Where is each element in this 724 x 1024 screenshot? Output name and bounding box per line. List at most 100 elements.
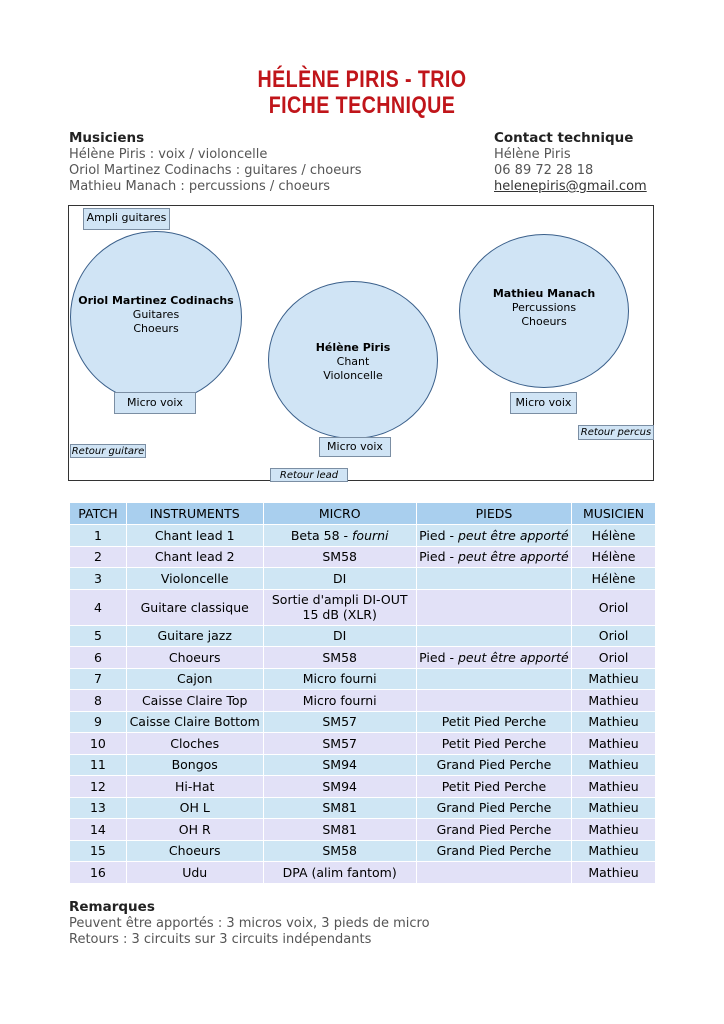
cell-micro: DI xyxy=(262,567,417,590)
cell-pieds: Petit Pied Perche xyxy=(415,732,573,755)
cell-patch: 15 xyxy=(69,839,127,862)
micro-voix-oriol: Micro voix xyxy=(114,392,196,414)
cell-patch: 4 xyxy=(69,588,127,626)
retour-guitare-box: Retour guitare xyxy=(70,444,146,458)
cell-patch: 5 xyxy=(69,624,127,647)
musicien-line: Mathieu Manach : percussions / choeurs xyxy=(69,179,331,194)
cell-micro: SM58 xyxy=(262,545,417,568)
remarque-line: Retours : 3 circuits sur 3 circuits indé… xyxy=(69,932,372,947)
cell-patch: 7 xyxy=(69,667,127,690)
micro-cell-text: Beta 58 - fourni xyxy=(290,527,389,543)
cell-pieds xyxy=(415,861,573,884)
cell-instrument: Chant lead 1 xyxy=(125,524,264,547)
micro-voix-mathieu: Micro voix xyxy=(510,392,577,414)
cell-pieds: Pied - peut être apporté xyxy=(415,646,573,669)
cell-musicien: Mathieu xyxy=(571,775,656,798)
musician-circle-mathieu: Mathieu Manach Percussions Choeurs xyxy=(459,234,629,388)
cell-instrument: Cloches xyxy=(125,732,264,755)
col-header-micro: MICRO xyxy=(262,502,417,525)
musician-circle-oriol: Oriol Martinez Codinachs Guitares Choeur… xyxy=(70,231,242,403)
cell-pieds xyxy=(415,624,573,647)
cell-micro: DI xyxy=(262,624,417,647)
cell-musicien: Mathieu xyxy=(571,796,656,819)
patch-table: PATCH INSTRUMENTS MICRO PIEDS MUSICIEN 1… xyxy=(69,502,656,884)
cell-musicien: Oriol xyxy=(571,588,656,626)
cell-pieds: Grand Pied Perche xyxy=(415,818,573,841)
cell-musicien: Hélène xyxy=(571,545,656,568)
document-title: HÉLÈNE PIRIS - TRIO xyxy=(257,66,467,93)
micro-cell-text: 15 dB (XLR) xyxy=(302,607,377,622)
cell-instrument: Guitare classique xyxy=(125,588,264,626)
cell-musicien: Mathieu xyxy=(571,667,656,690)
micro-cell-text: SM81 xyxy=(322,800,357,816)
cell-instrument: Choeurs xyxy=(125,646,264,669)
cell-patch: 10 xyxy=(69,732,127,755)
musician-name: Oriol Martinez Codinachs xyxy=(78,294,234,307)
cell-patch: 14 xyxy=(69,818,127,841)
remarques-heading: Remarques xyxy=(69,899,155,915)
contact-name: Hélène Piris xyxy=(494,147,571,162)
musiciens-heading: Musiciens xyxy=(69,130,145,146)
cell-patch: 16 xyxy=(69,861,127,884)
cell-pieds: Grand Pied Perche xyxy=(415,839,573,862)
cell-micro: DPA (alim fantom) xyxy=(262,861,417,884)
cell-micro: Micro fourni xyxy=(262,689,417,712)
cell-pieds: Grand Pied Perche xyxy=(415,753,573,776)
musicien-line: Hélène Piris : voix / violoncelle xyxy=(69,147,268,162)
cell-instrument: Cajon xyxy=(125,667,264,690)
contact-heading: Contact technique xyxy=(494,130,634,146)
cell-patch: 12 xyxy=(69,775,127,798)
cell-micro: SM94 xyxy=(262,775,417,798)
micro-cell-text: DI xyxy=(333,628,347,644)
micro-cell-text: SM94 xyxy=(322,757,357,773)
micro-cell-text: SM58 xyxy=(322,549,357,565)
document-subtitle: FICHE TECHNIQUE xyxy=(268,92,456,119)
cell-musicien: Hélène xyxy=(571,567,656,590)
remarque-line: Peuvent être apportés : 3 micros voix, 3… xyxy=(69,916,430,931)
cell-pieds: Grand Pied Perche xyxy=(415,796,573,819)
cell-instrument: Guitare jazz xyxy=(125,624,264,647)
cell-instrument: Caisse Claire Bottom xyxy=(125,710,264,733)
musician-circle-helene: Hélène Piris Chant Violoncelle xyxy=(268,281,438,439)
micro-voix-helene: Micro voix xyxy=(319,437,391,457)
cell-musicien: Mathieu xyxy=(571,839,656,862)
cell-musicien: Mathieu xyxy=(571,689,656,712)
cell-patch: 13 xyxy=(69,796,127,819)
cell-pieds xyxy=(415,689,573,712)
cell-musicien: Mathieu xyxy=(571,818,656,841)
cell-instrument: Chant lead 2 xyxy=(125,545,264,568)
micro-cell-text: SM57 xyxy=(322,714,357,730)
cell-pieds xyxy=(415,667,573,690)
cell-pieds: Petit Pied Perche xyxy=(415,775,573,798)
cell-musicien: Mathieu xyxy=(571,710,656,733)
cell-micro: Micro fourni xyxy=(262,667,417,690)
cell-micro: SM57 xyxy=(262,710,417,733)
cell-patch: 3 xyxy=(69,567,127,590)
cell-musicien: Oriol xyxy=(571,646,656,669)
cell-pieds: Pied - peut être apporté xyxy=(415,524,573,547)
cell-micro: SM81 xyxy=(262,818,417,841)
musicien-line: Oriol Martinez Codinachs : guitares / ch… xyxy=(69,163,362,178)
micro-cell-text: SM58 xyxy=(322,649,357,665)
col-header-pieds: PIEDS xyxy=(415,502,573,525)
musician-role: Chant xyxy=(336,355,370,368)
cell-pieds: Petit Pied Perche xyxy=(415,710,573,733)
micro-cell-text: SM57 xyxy=(322,735,357,751)
micro-cell-text: SM94 xyxy=(322,778,357,794)
micro-cell-text: Micro fourni xyxy=(302,671,377,687)
cell-musicien: Mathieu xyxy=(571,753,656,776)
cell-musicien: Hélène xyxy=(571,524,656,547)
musician-role: Guitares xyxy=(132,308,180,321)
musician-role: Choeurs xyxy=(521,315,567,328)
contact-email-link[interactable]: helenepiris@gmail.com xyxy=(494,179,647,194)
cell-instrument: Violoncelle xyxy=(125,567,264,590)
cell-patch: 9 xyxy=(69,710,127,733)
